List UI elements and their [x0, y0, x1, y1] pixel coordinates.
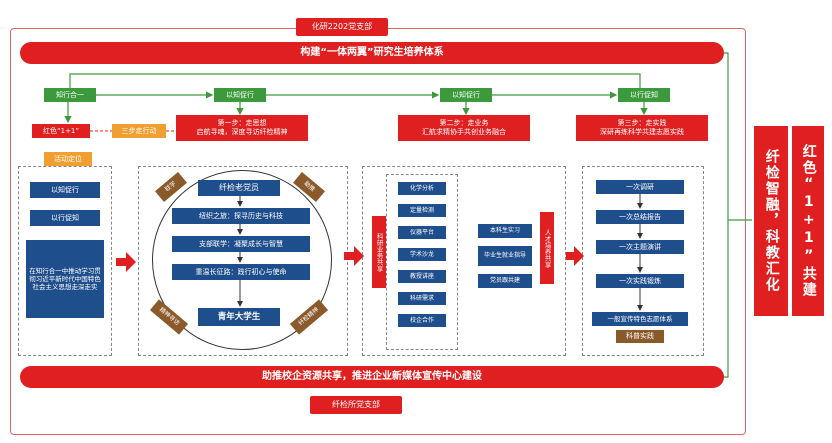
step2-header: 第二步：走业务 汇航求精协手共创业务融合: [398, 115, 530, 141]
step2-left-subpanel: [386, 174, 458, 350]
step3-item-2: 一次总结报告: [596, 210, 684, 224]
step2-right-item-1: 本科生实习: [478, 224, 532, 238]
step1-header: 第一步：走思想 启航寻魂，深度寻访纤检精神: [176, 115, 308, 141]
flow-step-4: 以行促知: [618, 88, 670, 102]
step3-tag: 科普实践: [616, 330, 664, 343]
left-panel: [18, 166, 112, 356]
step2-left-item-5: 教授讲座: [398, 270, 446, 283]
step3-item-4: 一次实践锻炼: [596, 274, 684, 288]
step3-item-1: 一次调研: [596, 180, 684, 194]
left-red-tag: 红色“1+1”: [32, 124, 90, 138]
step3-item-3: 一次主题演讲: [596, 240, 684, 254]
step2-right-item-2: 毕业生就业指导: [478, 246, 532, 266]
activity-tag: 活动定位: [44, 152, 92, 166]
step3-header: 第三步：走实践 深研再练科学共建志愿实践: [576, 115, 708, 141]
left-item-3: 在知行合一中推动学习贯彻习近平新时代中国特色社会主义思想走深走实: [26, 240, 104, 318]
left-item-2: 以行促知: [30, 210, 100, 226]
left-orange-tag: 三步走行动: [112, 124, 166, 138]
step2-left-item-6: 科研需求: [398, 292, 446, 305]
step1-node-3: 重温长征路：践行初心与使命: [172, 264, 310, 280]
step2-left-item-4: 学术沙龙: [398, 248, 446, 261]
step2-side-tag-left: 科研业务共享: [372, 216, 386, 288]
right-outer-tag: 纤检智融，科教汇化: [754, 126, 788, 316]
step2-side-tag-right: 人才培养共享: [540, 212, 554, 284]
step1-node-2: 支部联学：凝聚成长与智慧: [172, 236, 310, 252]
bottom-branch-label: 纤检所党支部: [310, 396, 402, 414]
step1-top-node: 纤检老党员: [198, 180, 280, 196]
step1-bottom-node: 青年大学生: [198, 308, 280, 326]
bottom-bar: 助推校企资源共享，推进企业新媒体宣传中心建设: [20, 366, 724, 388]
step2-right-item-3: 党员跟共建: [478, 274, 532, 288]
step2-left-item-3: 仪器平台: [398, 226, 446, 239]
flow-step-3: 以知促行: [440, 88, 492, 102]
step2-panel: [362, 166, 566, 356]
step3-panel: [582, 166, 704, 356]
step2-left-item-2: 定量检测: [398, 204, 446, 217]
flow-step-1: 知行合一: [44, 88, 96, 102]
step3-item-5: 一般宣传特色志愿体系: [592, 312, 688, 326]
step2-left-item-7: 校企合作: [398, 314, 446, 327]
right-inner-tag: 红色“1+1”共建: [792, 126, 824, 316]
flow-step-2: 以知促行: [214, 88, 266, 102]
title-bar: 构建“一体两翼”研究生培养体系: [20, 42, 724, 64]
step1-panel: [138, 166, 348, 356]
step1-circle: [152, 170, 332, 350]
step2-left-item-1: 化学分析: [398, 182, 446, 195]
top-branch-label: 化研2202党支部: [296, 18, 388, 36]
left-item-1: 以知促行: [30, 182, 100, 198]
step1-node-1: 纽织之旅：探寻历史与科技: [172, 208, 310, 224]
